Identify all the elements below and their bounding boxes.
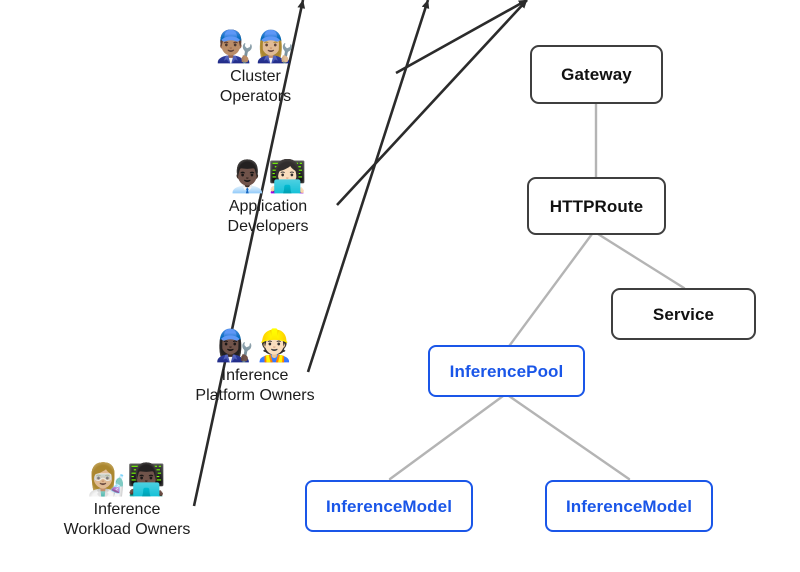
edge-httproute-service — [596, 232, 686, 290]
actor-inference-platform-owners: 👩🏿‍🔧👷🏻 Inference Platform Owners — [155, 329, 355, 406]
inference-platform-owners-emoji: 👩🏿‍🔧👷🏻 — [215, 328, 295, 364]
node-service-label: Service — [652, 304, 715, 324]
node-service[interactable]: Service — [611, 288, 756, 340]
inference-platform-owners-label: Inference Platform Owners — [195, 366, 314, 406]
application-developers-emoji: 👨🏿‍💼👩🏻‍💻 — [228, 159, 308, 195]
application-developers-label-line1: Application — [228, 197, 308, 215]
node-inferencemodel-2-label: InferenceModel — [565, 496, 693, 516]
edge-httproute-inferencepool — [505, 232, 594, 351]
node-inferencepool[interactable]: InferencePool — [428, 345, 585, 397]
inference-workload-owners-label-line1: Inference — [93, 500, 161, 518]
actor-inference-workload-owners: 👩🏼‍🔬👨🏿‍💻 Inference Workload Owners — [22, 463, 232, 540]
inference-workload-owners-emoji: 👩🏼‍🔬👨🏿‍💻 — [87, 462, 167, 498]
actor-cluster-operators: 👨🏽‍🔧👩🏼‍🔧 Cluster Operators — [178, 30, 333, 107]
node-inferencepool-label: InferencePool — [449, 361, 564, 381]
node-inferencemodel-1-label: InferenceModel — [325, 496, 453, 516]
arrow-application-developers-to-httproute — [336, 0, 528, 206]
node-gateway-label: Gateway — [561, 65, 632, 84]
node-inferencemodel-2[interactable]: InferenceModel — [545, 480, 713, 532]
inference-workload-owners-label: Inference Workload Owners — [64, 500, 191, 540]
application-developers-label: Application Developers — [228, 197, 309, 237]
node-httproute[interactable]: HTTPRoute — [527, 177, 666, 235]
inference-platform-owners-label-line2: Platform Owners — [195, 386, 315, 404]
cluster-operators-label: Cluster Operators — [220, 67, 291, 107]
cluster-operators-emoji: 👨🏽‍🔧👩🏼‍🔧 — [215, 29, 296, 65]
cluster-operators-label-line2: Operators — [219, 87, 292, 105]
application-developers-label-line2: Developers — [227, 217, 309, 235]
actor-application-developers: 👨🏿‍💼👩🏻‍💻 Application Developers — [183, 160, 353, 237]
cluster-operators-label-line1: Cluster — [230, 67, 281, 85]
inference-workload-owners-label-line2: Workload Owners — [63, 520, 191, 538]
node-inferencemodel-1[interactable]: InferenceModel — [305, 480, 473, 532]
edge-inferencepool-model-1 — [388, 394, 505, 481]
edge-inferencepool-model-2 — [507, 394, 631, 481]
arrow-cluster-operators-to-gateway — [395, 0, 528, 75]
node-gateway[interactable]: Gateway — [530, 45, 663, 104]
inference-platform-owners-label-line1: Inference — [221, 366, 289, 384]
node-httproute-label: HTTPRoute — [549, 196, 644, 216]
